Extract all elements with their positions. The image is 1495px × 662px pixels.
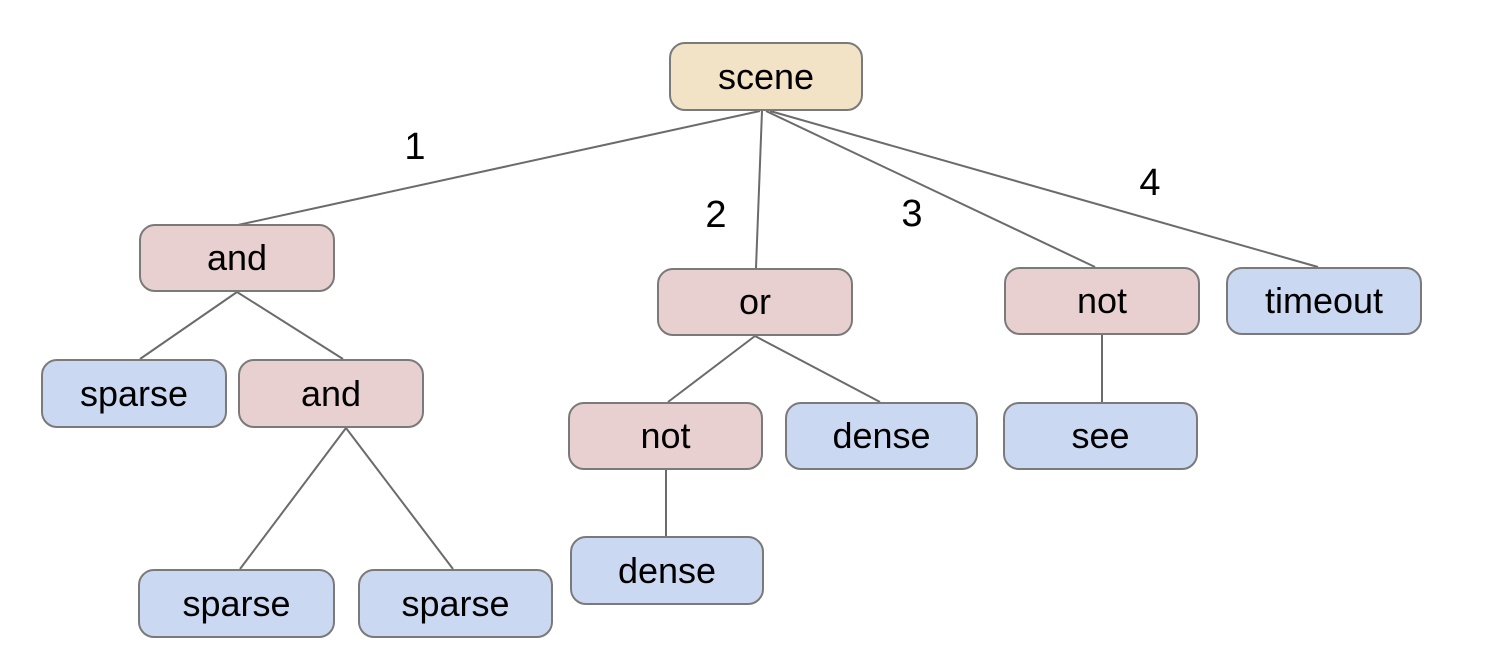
edge-label-1: 1 — [404, 126, 426, 168]
node-scene-label: scene — [717, 55, 815, 97]
node-dense-2-label: dense — [617, 549, 717, 591]
edge-and-2-sparse-2 — [239, 427, 347, 570]
edge-scene-or-1 — [755, 110, 763, 269]
edge-scene-and-1 — [237, 110, 761, 226]
edge-and-2-sparse-3 — [345, 427, 454, 570]
edge-label-4: 4 — [1139, 162, 1161, 204]
node-sparse-3-label: sparse — [401, 582, 510, 624]
node-sparse-3: sparse — [358, 569, 553, 638]
edge-label-2: 2 — [705, 194, 727, 236]
edge-label-3: 3 — [901, 193, 923, 235]
node-scene: scene — [669, 42, 863, 111]
node-not-1-label: not — [1076, 280, 1128, 321]
node-sparse-1: sparse — [41, 359, 227, 428]
node-sparse-2-label: sparse — [182, 582, 291, 624]
node-not-1: not — [1004, 267, 1200, 335]
node-dense-1: dense — [785, 402, 978, 470]
node-sparse-1-label: sparse — [79, 372, 189, 414]
node-or-1-label: or — [738, 281, 771, 322]
node-and-2-label: and — [300, 372, 362, 414]
node-and-1: and — [139, 224, 335, 292]
node-not-2-label: not — [640, 415, 691, 456]
edge-or-1-dense-1 — [754, 335, 881, 403]
node-timeout-1: timeout — [1226, 267, 1422, 335]
edge-or-1-not-2 — [667, 335, 756, 403]
edge-scene-timeout-1 — [769, 110, 1319, 268]
node-and-1-label: and — [206, 237, 268, 278]
node-dense-1-label: dense — [832, 415, 931, 456]
node-sparse-2: sparse — [138, 569, 335, 638]
node-or-1: or — [657, 268, 853, 336]
node-not-2: not — [568, 402, 763, 470]
edge-and-1-sparse-1 — [139, 291, 238, 360]
node-dense-2: dense — [570, 536, 764, 605]
node-see-1: see — [1003, 402, 1198, 470]
node-and-2: and — [238, 359, 424, 428]
node-see-1-label: see — [1071, 415, 1130, 456]
edge-and-1-and-2 — [236, 291, 344, 360]
edge-scene-not-1 — [765, 110, 1096, 268]
node-timeout-1-label: timeout — [1264, 280, 1384, 321]
